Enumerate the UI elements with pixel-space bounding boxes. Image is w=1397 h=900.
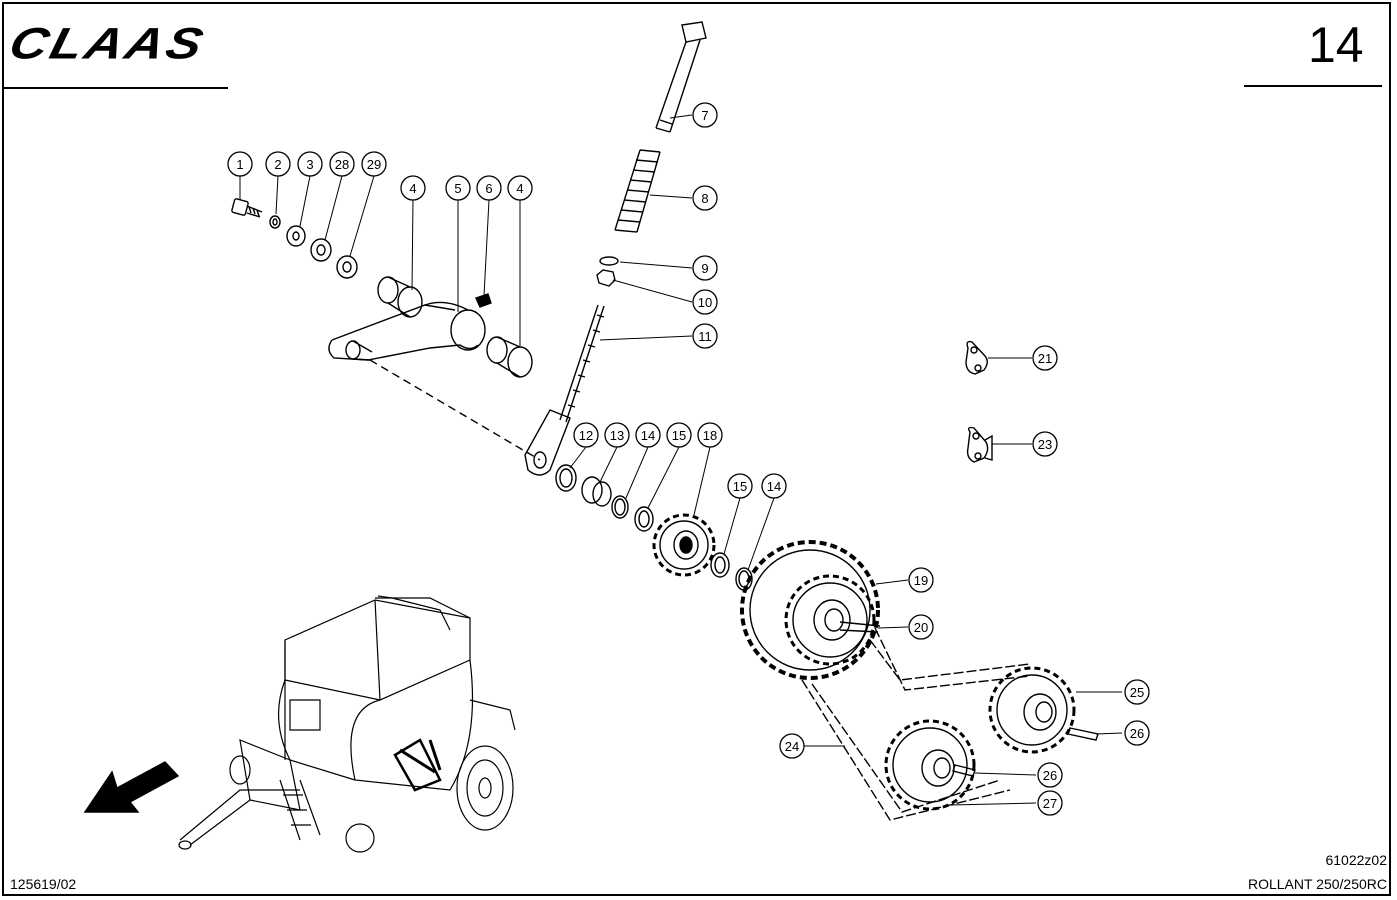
- part-washers-left: [269, 215, 358, 279]
- callout-8: 8: [701, 191, 708, 206]
- part-threaded-rod: [524, 304, 605, 476]
- callout-1: 1: [236, 157, 243, 172]
- callout-10: 10: [698, 295, 712, 310]
- callout-20: 20: [914, 620, 928, 635]
- callout-7: 7: [701, 108, 708, 123]
- callout-29: 29: [367, 157, 381, 172]
- callout-27: 27: [1043, 796, 1057, 811]
- header-rule-right: [1244, 85, 1382, 87]
- part-bolt: [231, 198, 263, 218]
- callout-18: 18: [703, 428, 717, 443]
- callout-25: 25: [1130, 685, 1144, 700]
- callout-2: 2: [274, 157, 281, 172]
- part-spacer-row: [555, 464, 654, 532]
- callout-circles: [227, 102, 1150, 816]
- part-bushing-right: [486, 336, 533, 378]
- direction-arrow: [83, 761, 180, 813]
- callout-12: 12: [579, 428, 593, 443]
- callout-11: 11: [698, 329, 712, 344]
- part-chain-link-21: [965, 340, 988, 375]
- callout-23: 23: [1038, 437, 1052, 452]
- part-drive-chain: [801, 627, 1031, 821]
- callout-19: 19: [914, 573, 928, 588]
- callout-14-upper: 14: [641, 428, 655, 443]
- callout-28: 28: [335, 157, 349, 172]
- model-name: ROLLANT 250/250RC: [1247, 876, 1387, 892]
- part-chain-link-23: [966, 426, 993, 463]
- callout-24: 24: [785, 739, 799, 754]
- callout-14-lower: 14: [767, 479, 781, 494]
- part-spring: [614, 149, 661, 233]
- part-long-bolt: [655, 21, 707, 133]
- drawing-code: 61022z02: [1325, 852, 1387, 868]
- page-number: 14: [1308, 17, 1364, 73]
- callout-15-lower: 15: [733, 479, 747, 494]
- callout-4-left: 4: [409, 181, 416, 196]
- part-spacer-pair: [710, 552, 753, 591]
- callout-26-upper: 26: [1130, 726, 1144, 741]
- part-bushing-left: [377, 276, 423, 318]
- part-large-sprocket: [740, 540, 881, 680]
- callout-9: 9: [701, 261, 708, 276]
- document-number: 125619/02: [10, 876, 77, 892]
- callout-5: 5: [454, 181, 461, 196]
- callout-labels: 1 2 3 28 29 4 5 6 4 7 8 9 10 11 12 13 14…: [236, 108, 1144, 811]
- callout-leaders: [239, 114, 1123, 806]
- callout-4-right: 4: [516, 181, 523, 196]
- callout-6: 6: [485, 181, 492, 196]
- part-tension-arm: [328, 301, 486, 361]
- part-sprocket-right: [988, 666, 1099, 754]
- baler-overview: [178, 595, 516, 853]
- alignment-line: [369, 359, 541, 461]
- header-rule-left: [4, 87, 228, 89]
- callout-3: 3: [306, 157, 313, 172]
- part-grease-nipple: [475, 293, 492, 308]
- part-idler-sprocket: [652, 513, 716, 577]
- callout-21: 21: [1038, 351, 1052, 366]
- callout-13: 13: [610, 428, 624, 443]
- part-washer-nut: [596, 256, 619, 287]
- callout-26-lower: 26: [1043, 768, 1057, 783]
- callout-15-upper: 15: [672, 428, 686, 443]
- part-sprocket-lower: [884, 719, 976, 811]
